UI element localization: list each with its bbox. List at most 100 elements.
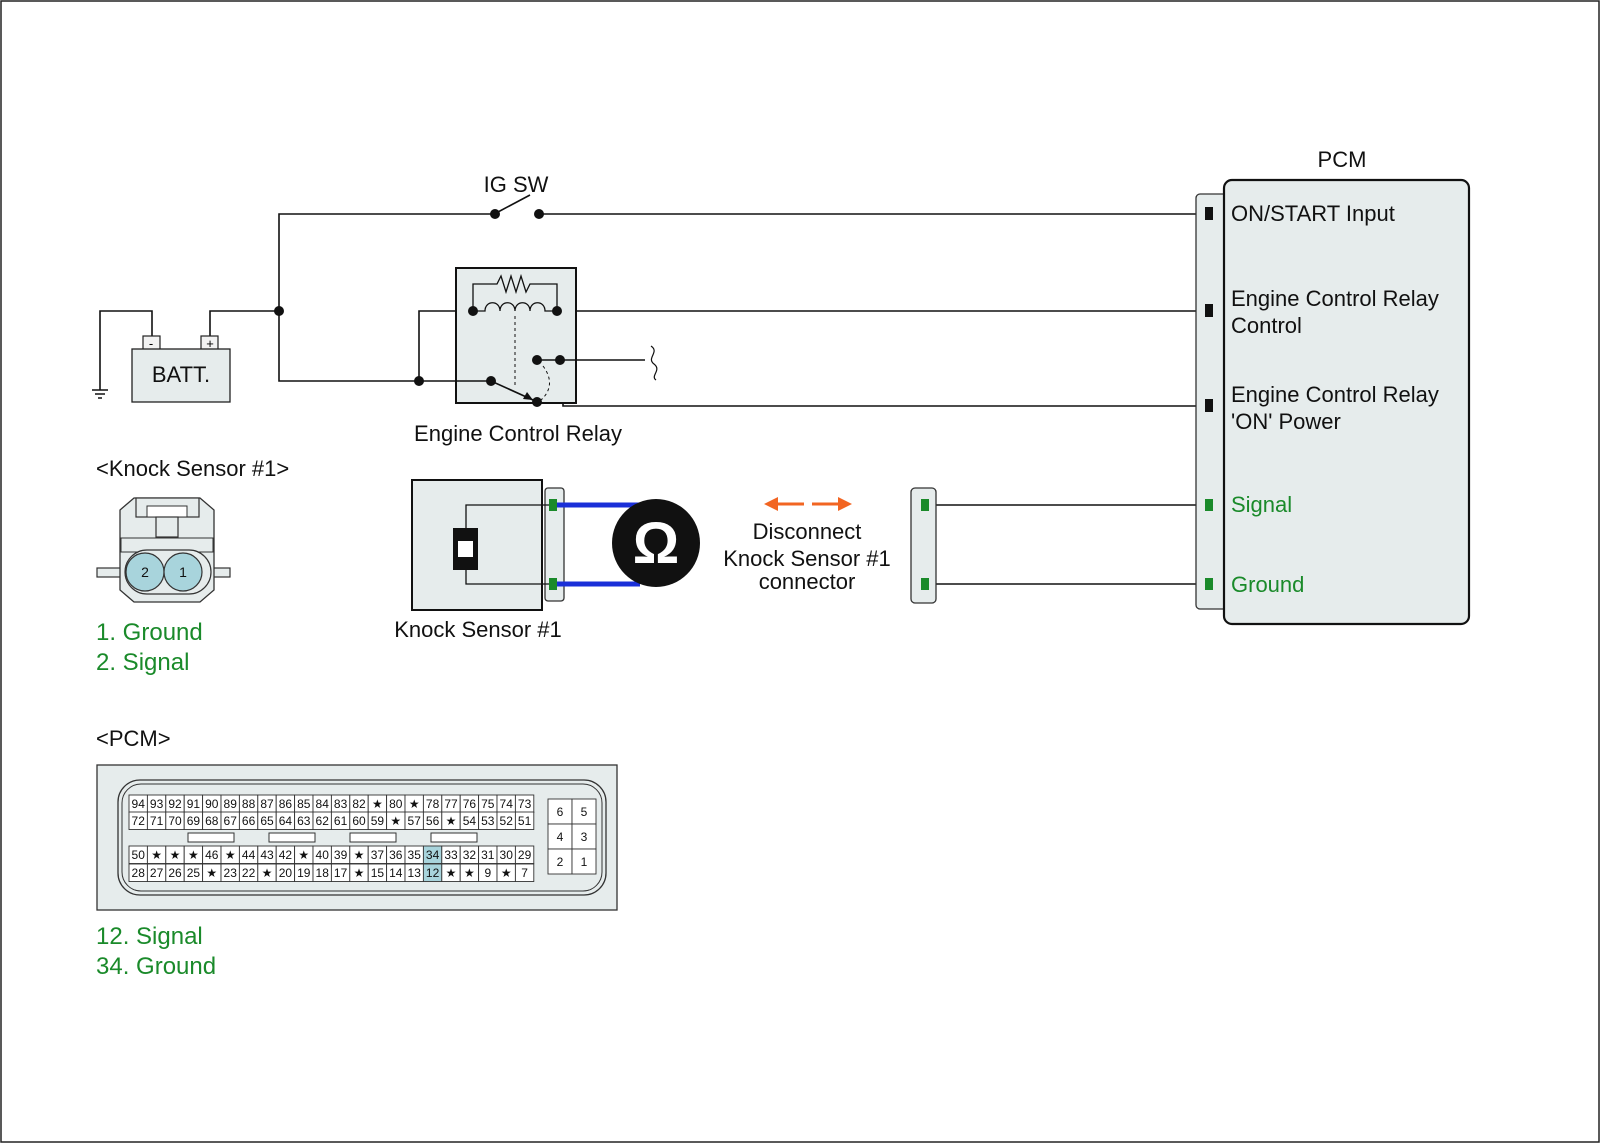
pcm-pin-relay-power bbox=[1205, 399, 1213, 412]
knock-sensor-pin-2 bbox=[549, 499, 557, 511]
pcm-small-pin-number: 4 bbox=[557, 830, 564, 844]
pcm-pin-number: 59 bbox=[371, 814, 385, 828]
pcm-pin-number: 31 bbox=[481, 848, 495, 862]
pcm-pin-number: 66 bbox=[242, 814, 256, 828]
pcm-connector-title: <PCM> bbox=[96, 726, 171, 751]
pcm-small-pin-number: 2 bbox=[557, 855, 564, 869]
pcm-pin-cell bbox=[514, 845, 535, 864]
pcm-pin-cell bbox=[514, 863, 535, 882]
pcm-pin-number: 82 bbox=[352, 797, 366, 811]
pcm-small-pin-cell bbox=[547, 848, 573, 875]
pcm-pin-number: 42 bbox=[279, 848, 293, 862]
pcm-pin-number: 68 bbox=[205, 814, 219, 828]
pcm-pin-number: ★ bbox=[354, 866, 365, 880]
harness-connector bbox=[910, 487, 937, 604]
pcm-pin-number: 28 bbox=[132, 866, 146, 880]
pcm-title: PCM bbox=[1318, 147, 1367, 172]
ig-switch-label: IG SW bbox=[484, 172, 549, 197]
disconnect-instruction: Disconnect Knock Sensor #1 connector bbox=[723, 497, 891, 594]
pcm-label-relay-control-1: Engine Control Relay bbox=[1231, 286, 1439, 311]
knock-legend-signal: 2. Signal bbox=[96, 649, 189, 676]
knock-legend-ground: 1. Ground bbox=[96, 619, 203, 646]
pcm-label-relay-control-2: Control bbox=[1231, 313, 1302, 338]
pcm-pin-number: 9 bbox=[484, 866, 491, 880]
pcm-pin-number: 80 bbox=[389, 797, 403, 811]
pcm-pin-number: ★ bbox=[188, 848, 199, 862]
pcm-pin-number: ★ bbox=[390, 814, 401, 828]
pcm-pin-number: 51 bbox=[518, 814, 532, 828]
battery-body bbox=[131, 348, 231, 403]
pcm-pin-number: 71 bbox=[150, 814, 164, 828]
pcm-pin-number: ★ bbox=[298, 848, 309, 862]
pcm-pin-number: 78 bbox=[426, 797, 440, 811]
knock-sensor-pin-1 bbox=[549, 578, 557, 590]
pcm-pin-ground bbox=[1205, 578, 1213, 590]
pcm-pin-number: ★ bbox=[446, 866, 457, 880]
pcm-module: PCM ON/START Input Engine Control Relay … bbox=[1195, 147, 1471, 626]
pcm-pin-signal bbox=[1205, 499, 1213, 511]
pcm-pin-number: 7 bbox=[521, 866, 528, 880]
engine-control-relay: Engine Control Relay bbox=[414, 267, 622, 446]
pcm-pin-number: 44 bbox=[242, 848, 256, 862]
pcm-pin-relay-control bbox=[1205, 304, 1213, 317]
pcm-pin-number: 40 bbox=[316, 848, 330, 862]
pcm-pin-number: 23 bbox=[224, 866, 238, 880]
pcm-pin-number: 85 bbox=[297, 797, 311, 811]
ohm-symbol: Ω bbox=[633, 511, 680, 576]
pcm-small-pin-cell bbox=[547, 798, 573, 825]
pcm-pin-number: 20 bbox=[279, 866, 293, 880]
pcm-pin-number: 37 bbox=[371, 848, 385, 862]
pcm-pin-number: 56 bbox=[426, 814, 440, 828]
pcm-pin-number: 72 bbox=[132, 814, 146, 828]
pcm-pin-number: 60 bbox=[352, 814, 366, 828]
pcm-label-ground: Ground bbox=[1231, 572, 1304, 597]
harness-pin-signal bbox=[921, 499, 929, 511]
wire-break-icon bbox=[650, 345, 658, 381]
instruction-line-1: Disconnect bbox=[753, 519, 862, 544]
pcm-pin-number: 62 bbox=[316, 814, 330, 828]
pcm-pin-number: 15 bbox=[371, 866, 385, 880]
pcm-pin-number: 19 bbox=[297, 866, 311, 880]
knock-connector-pin-1 bbox=[163, 552, 203, 592]
pcm-pin-number: 18 bbox=[316, 866, 330, 880]
pcm-pin-number: ★ bbox=[464, 866, 475, 880]
pcm-small-pin-number: 6 bbox=[557, 805, 564, 819]
pcm-label-relay-power-2: 'ON' Power bbox=[1231, 409, 1341, 434]
pcm-pin-number: 39 bbox=[334, 848, 348, 862]
pcm-key-slots bbox=[187, 832, 478, 843]
pcm-pin-number: 35 bbox=[408, 848, 422, 862]
pcm-pin-number: 14 bbox=[389, 866, 403, 880]
pcm-legend-ground: 34. Ground bbox=[96, 953, 216, 980]
pcm-pin-number: ★ bbox=[446, 814, 457, 828]
pcm-pin-number: 46 bbox=[205, 848, 219, 862]
pcm-pin-number: 43 bbox=[260, 848, 274, 862]
pcm-pin-number: ★ bbox=[262, 866, 273, 880]
pcm-label-signal: Signal bbox=[1231, 492, 1292, 517]
pcm-pin-number: 89 bbox=[224, 797, 238, 811]
battery: - + BATT. bbox=[131, 335, 231, 403]
pcm-pin-number: ★ bbox=[354, 848, 365, 862]
pcm-pin-number: 63 bbox=[297, 814, 311, 828]
pcm-pin-number: 34 bbox=[426, 848, 440, 862]
pcm-pin-number: 76 bbox=[463, 797, 477, 811]
pcm-pin-number: ★ bbox=[372, 797, 383, 811]
pcm-pin-number: 65 bbox=[260, 814, 274, 828]
knock-sensor-component: Knock Sensor #1 bbox=[394, 479, 565, 642]
pcm-pin-number: 12 bbox=[426, 866, 440, 880]
pcm-pin-number: 90 bbox=[205, 797, 219, 811]
junction-dots bbox=[274, 306, 424, 386]
battery-minus: - bbox=[149, 336, 153, 351]
ohmmeter: Ω bbox=[557, 499, 700, 587]
harness-pin-ground bbox=[921, 578, 929, 590]
pcm-pin-number: 61 bbox=[334, 814, 348, 828]
pcm-pin-number: 22 bbox=[242, 866, 256, 880]
knock-sensor-header bbox=[544, 487, 565, 602]
pcm-pin-number: 73 bbox=[518, 797, 532, 811]
pcm-pin-number: 50 bbox=[132, 848, 146, 862]
ig-switch: IG SW bbox=[484, 172, 549, 219]
pcm-pin-number: 52 bbox=[500, 814, 514, 828]
pcm-pin-number: 64 bbox=[279, 814, 293, 828]
pcm-legend-signal: 12. Signal bbox=[96, 923, 203, 950]
